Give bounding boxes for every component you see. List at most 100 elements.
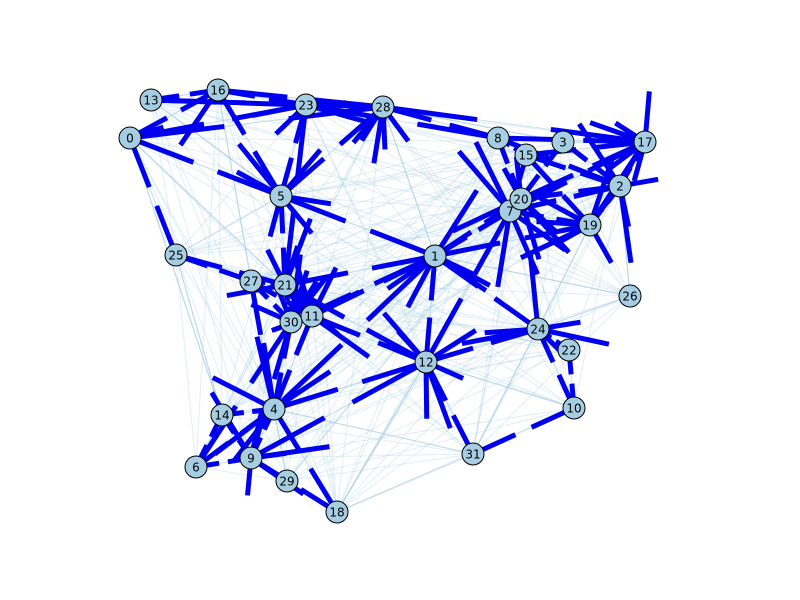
strong-edge-28-17 xyxy=(382,104,478,123)
weak-edge xyxy=(305,104,436,257)
node-label: 22 xyxy=(561,344,576,358)
node-circle xyxy=(557,338,581,362)
weak-edge xyxy=(311,315,539,330)
weak-edge xyxy=(217,89,223,416)
node-label: 1 xyxy=(431,250,439,264)
node-circle xyxy=(269,184,293,208)
node-circle xyxy=(262,397,286,421)
weak-edge xyxy=(150,99,522,200)
node-5: 5 xyxy=(269,184,293,208)
node-10: 10 xyxy=(562,396,586,420)
weak-edge-12-10 xyxy=(425,361,575,409)
node-label: 21 xyxy=(277,279,292,293)
node-circle xyxy=(633,130,657,154)
weak-edge xyxy=(129,137,511,212)
strong-edge-5-1 xyxy=(280,193,347,224)
weak-edge xyxy=(250,453,474,459)
node-label: 18 xyxy=(329,506,344,520)
node-circle xyxy=(509,187,533,211)
node-circle xyxy=(273,273,297,297)
strong-edge-stub-7 xyxy=(495,210,513,288)
weak-edge-5-25 xyxy=(175,195,282,256)
strong-edge-stub-11 xyxy=(310,313,371,359)
node-label: 23 xyxy=(298,99,313,113)
weak-edge xyxy=(129,137,631,297)
weak-edge xyxy=(425,349,570,363)
weak-edge xyxy=(250,195,282,459)
weak-edge xyxy=(129,137,575,409)
node-label: 13 xyxy=(143,94,158,108)
strong-edge-stub-1 xyxy=(432,188,479,258)
node-label: 0 xyxy=(126,132,134,146)
node-24: 24 xyxy=(526,317,550,341)
weak-edge xyxy=(284,284,570,351)
weak-edge-25-14 xyxy=(175,254,223,416)
node-label: 24 xyxy=(530,323,545,337)
strong-edge-stub-24 xyxy=(537,326,610,347)
node-circle xyxy=(578,213,602,237)
weak-edge xyxy=(336,224,591,513)
node-25: 25 xyxy=(164,243,188,267)
node-label: 7 xyxy=(506,205,514,219)
weak-edge xyxy=(175,224,591,256)
node-18: 18 xyxy=(325,500,349,524)
weak-edge xyxy=(472,295,631,455)
node-circle xyxy=(608,174,632,198)
weak-edge xyxy=(250,185,621,282)
node-circle xyxy=(239,269,263,293)
node-label: 2 xyxy=(616,180,624,194)
weak-edge xyxy=(336,328,539,513)
strong-edge-30-6 xyxy=(249,320,294,385)
node-14: 14 xyxy=(210,403,234,427)
weak-edge xyxy=(568,141,646,351)
weak-edge-29-4 xyxy=(273,408,288,482)
node-6: 6 xyxy=(184,455,208,479)
weak-edge-16-27 xyxy=(217,89,252,282)
node-label: 11 xyxy=(304,310,319,324)
node-23: 23 xyxy=(294,93,318,117)
node-30: 30 xyxy=(279,310,303,334)
node-label: 29 xyxy=(279,475,294,489)
strong-edge-12-9 xyxy=(351,359,428,405)
strong-edge-4-1 xyxy=(272,342,344,411)
node-label: 9 xyxy=(247,452,255,466)
node-label: 15 xyxy=(518,149,533,163)
node-circle xyxy=(423,244,447,268)
weak-edge xyxy=(286,154,527,482)
node-circle xyxy=(118,126,142,150)
weak-edge-0-21 xyxy=(129,137,286,286)
weak-edge xyxy=(280,137,499,197)
weak-edge xyxy=(150,99,338,513)
weak-edge xyxy=(273,137,499,410)
strong-edge-stub-24 xyxy=(527,252,541,330)
weak-edge-19-24 xyxy=(537,224,591,330)
node-0: 0 xyxy=(118,126,142,150)
node-circle xyxy=(206,78,230,102)
weak-edge-28-1 xyxy=(382,106,436,257)
strong-edge-stub-9 xyxy=(250,444,330,461)
weak-edge xyxy=(175,254,275,410)
weak-edge xyxy=(286,137,499,482)
weak-edge xyxy=(280,141,646,197)
node-circle xyxy=(139,88,163,112)
node-17: 17 xyxy=(633,130,657,154)
node-label: 6 xyxy=(192,461,200,475)
weak-edge xyxy=(311,154,527,317)
node-13: 13 xyxy=(139,88,163,112)
weak-edge xyxy=(250,328,539,459)
weak-edge xyxy=(336,295,631,513)
weak-edge xyxy=(273,198,522,410)
node-22: 22 xyxy=(557,338,581,362)
node-circle xyxy=(461,442,485,466)
weak-edge-13-5 xyxy=(150,99,282,197)
strong-edge-stub-7 xyxy=(473,141,513,213)
node-circle xyxy=(618,284,642,308)
weak-edge xyxy=(562,141,591,226)
weak-edge xyxy=(250,141,564,282)
weak-edge xyxy=(280,195,511,212)
node-circle xyxy=(275,469,299,493)
node-label: 31 xyxy=(465,448,480,462)
node-1: 1 xyxy=(423,244,447,268)
